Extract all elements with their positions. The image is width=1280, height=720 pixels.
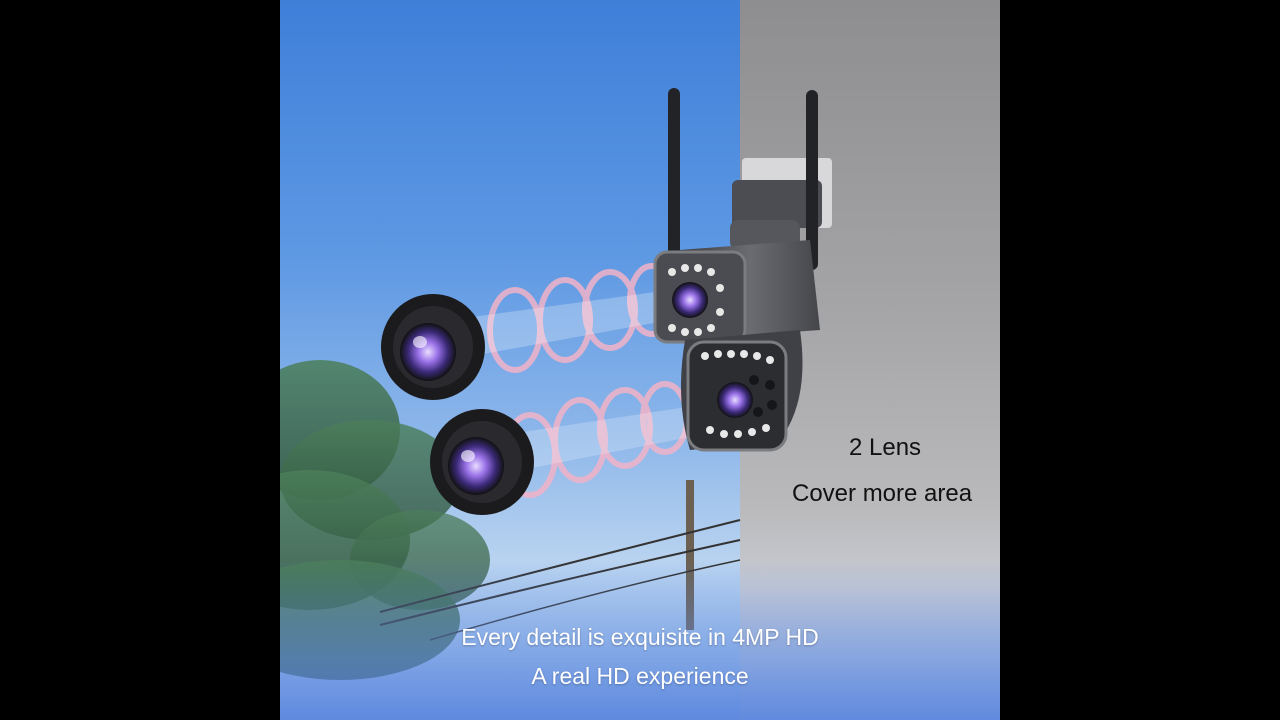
antenna-icon [806, 90, 818, 270]
experience-caption: A real HD experience [531, 663, 749, 689]
product-banner: 2 Lens Cover more area Every detail is e… [280, 0, 1000, 720]
ir-led-icon [668, 264, 724, 336]
lens-icon [381, 294, 485, 400]
coverage-label: Cover more area [792, 480, 973, 507]
ir-led-icon [701, 350, 774, 438]
ir-sensor-dots [749, 375, 777, 417]
lens-count-label: 2 Lens [849, 434, 922, 461]
lens-icon [430, 409, 534, 515]
detail-caption: Every detail is exquisite in 4MP HD [461, 624, 819, 650]
antenna-icon [668, 88, 680, 273]
bottom-fade [280, 560, 1000, 720]
